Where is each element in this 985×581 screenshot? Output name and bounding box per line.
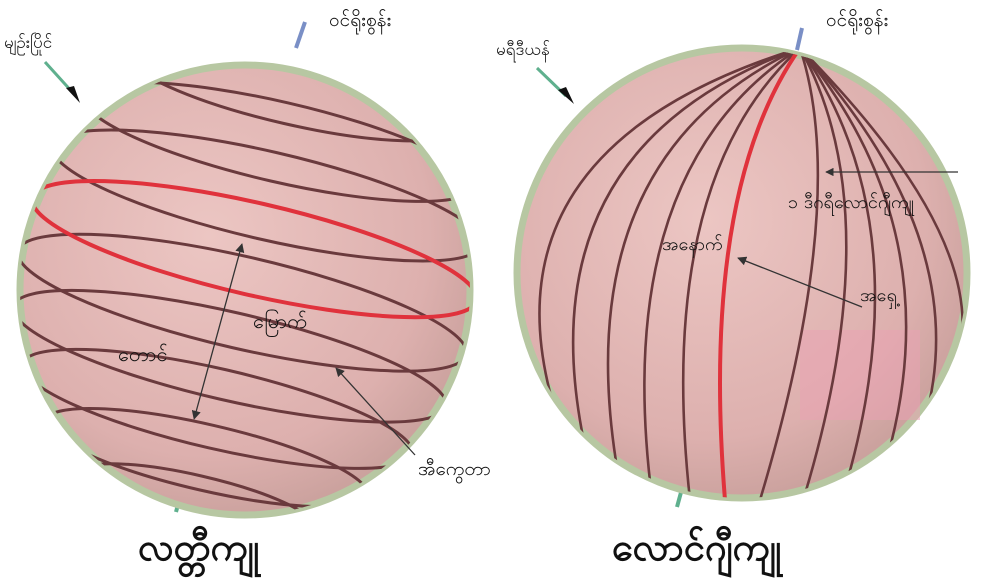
north-label: မြောက် [253,309,307,337]
longitude-globe: ဝင်ရိုးစွန်း မရီဒီယန် ၁ ဒီဂရီလောင်ဂျီကျု… [496,8,967,578]
right-globe-body [517,48,967,498]
west-label: အနောက် [662,234,723,258]
longitude-title: လောင်ဂျီကျု [612,525,783,578]
parallel-label: မျဉ်းပြိုင် [4,31,52,56]
right-north-pole-label: ဝင်ရိုးစွန်း [826,8,888,35]
latitude-title: လတ္တီကျု [138,525,261,578]
south-label: တောင် [118,342,168,366]
parallel-pointer-head [66,86,80,103]
east-label: အရှေ့ [860,285,900,309]
left-north-pole-label: ဝင်ရိုးစွန်း [329,8,391,35]
latitude-globe: ဝင်ရိုးစွန်း မျဉ်းပြိုင် မြောက် တောင် အီ… [0,0,547,578]
equator-label: အီကွေတာ [418,457,491,484]
meridian-label: မရီဒီယန် [496,40,550,63]
highlight-patch [800,330,920,420]
one-degree-label: ၁ ဒီဂရီလောင်ဂျီကျု [788,192,915,216]
meridian-pointer-head [558,87,574,104]
north-axis-stub [296,22,305,48]
right-north-axis-stub [797,28,802,50]
